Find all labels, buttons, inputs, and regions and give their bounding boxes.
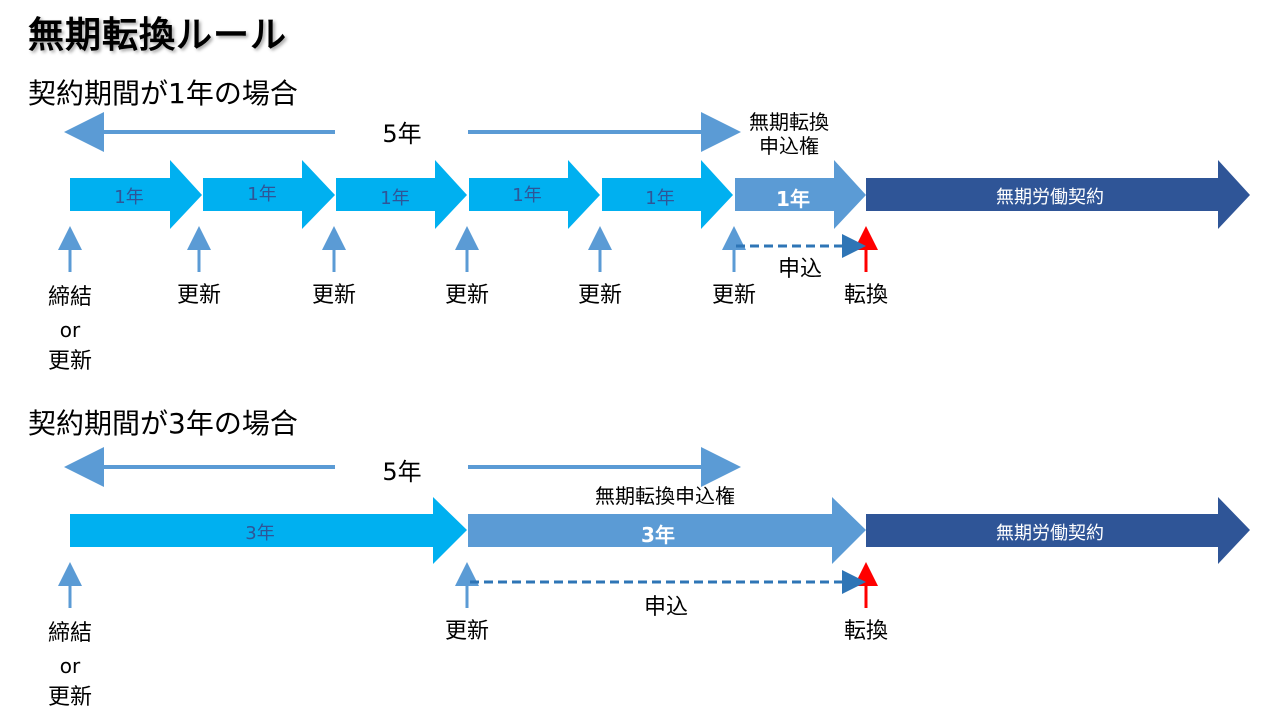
event-label-renew: 更新 [176, 283, 221, 308]
period-label: 1年 [114, 187, 144, 208]
period-arrow-4 [469, 160, 600, 229]
event-label-renew: 更新 [577, 283, 622, 308]
event-label-or: or [59, 654, 81, 678]
indefinite-label: 無期労働契約 [996, 523, 1104, 544]
event-label-conclude: 締結 [47, 285, 92, 310]
span-label: 5年 [382, 458, 422, 486]
apply-right-label: 無期転換申込権 [595, 484, 735, 508]
event-label-conclude: 締結 [47, 621, 92, 646]
period-label: 1年 [247, 184, 277, 205]
final-period-label: 1年 [776, 187, 810, 211]
span-label: 5年 [382, 120, 422, 148]
apply-right-label-line2: 申込権 [759, 134, 819, 158]
period-arrow-5 [602, 160, 733, 229]
apply-label: 申込 [643, 595, 688, 620]
period-arrow-1 [70, 160, 202, 229]
event-label-renew: 更新 [311, 283, 356, 308]
event-label-renew: 更新 [711, 283, 756, 308]
final-period-arrow [735, 160, 866, 229]
period-label: 3年 [245, 523, 275, 544]
final-period-arrow [468, 497, 866, 564]
period-arrow-3 [336, 160, 467, 229]
period-label: 1年 [380, 188, 410, 209]
indefinite-arrow [866, 497, 1250, 564]
section-heading-1yr: 契約期間が1年の場合 [28, 77, 298, 110]
event-label-renew: 更新 [444, 619, 489, 644]
event-label-renew: 更新 [444, 283, 489, 308]
event-label-renew: 更新 [47, 349, 92, 374]
indefinite-arrow [866, 160, 1250, 229]
period-label: 1年 [512, 185, 542, 206]
period-label: 1年 [645, 188, 675, 209]
period-arrow-2 [203, 160, 335, 229]
page-title: 無期転換ルール [28, 15, 288, 56]
indefinite-label: 無期労働契約 [996, 187, 1104, 208]
apply-right-label-line1: 無期転換 [749, 110, 829, 134]
event-label-or: or [59, 318, 81, 342]
apply-label: 申込 [777, 257, 822, 282]
final-period-label: 3年 [641, 523, 675, 547]
section-heading-3yr: 契約期間が3年の場合 [28, 407, 298, 440]
period-arrow-3yr [70, 497, 467, 564]
convert-label: 転換 [843, 619, 888, 644]
convert-label: 転換 [843, 283, 888, 308]
event-label-renew: 更新 [47, 685, 92, 710]
